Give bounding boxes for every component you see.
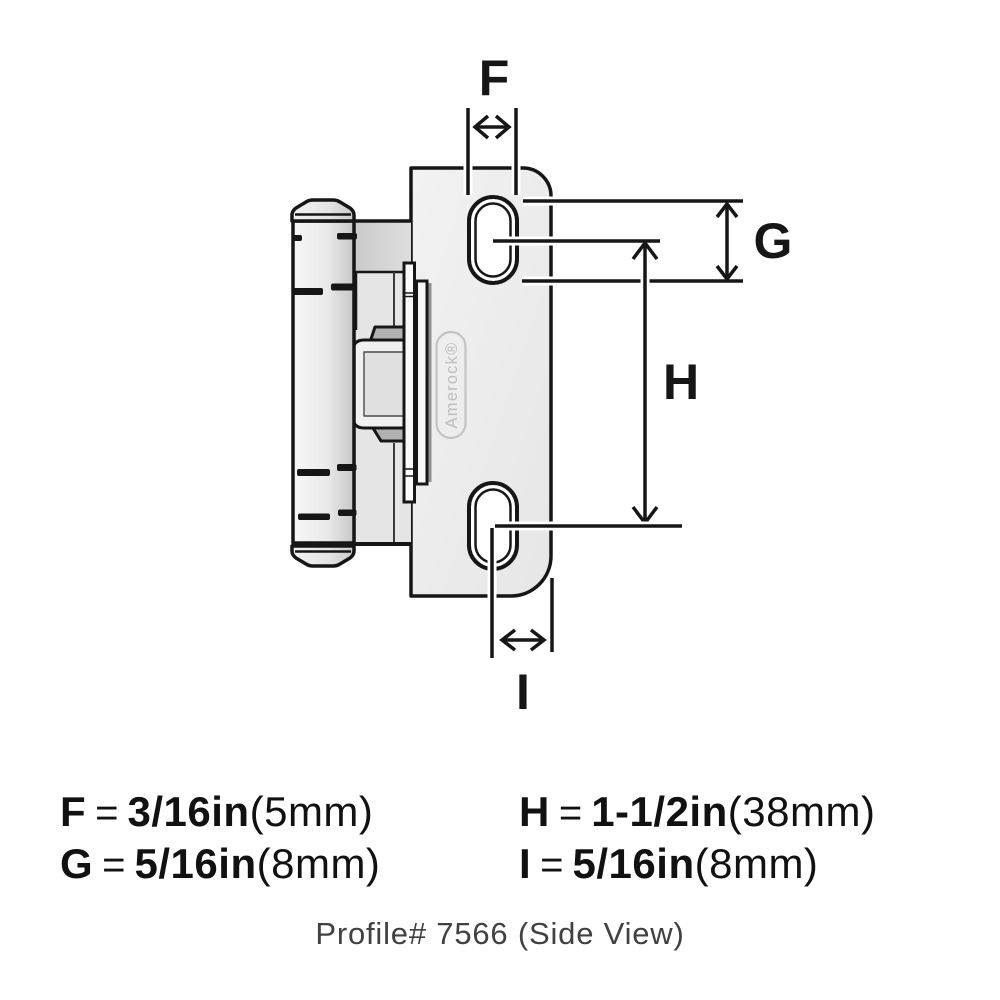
dim-label-g: G	[754, 213, 793, 269]
legend-value: 1-1/2in	[591, 788, 728, 835]
legend-row-f: F=3/16in(5mm)	[60, 786, 380, 838]
dim-h	[495, 240, 682, 531]
legend-metric: (8mm)	[256, 840, 381, 887]
dim-label-h: H	[663, 354, 699, 410]
legend-equals: =	[540, 843, 564, 887]
dimension-legend-left: F=3/16in(5mm) G=5/16in(8mm)	[60, 786, 380, 890]
dim-f	[463, 108, 521, 195]
legend-letter: F	[60, 788, 87, 835]
dimension-lines	[463, 108, 743, 658]
legend-row-i: I=5/16in(8mm)	[519, 838, 875, 890]
legend-letter: H	[519, 788, 550, 835]
brand-badge-text: Amerock®	[443, 342, 461, 429]
legend-value: 5/16in	[572, 840, 695, 887]
dim-label-i: I	[516, 664, 530, 720]
legend-equals: =	[102, 843, 126, 887]
leaf-edge-strips	[402, 261, 432, 504]
legend-letter: G	[60, 840, 94, 887]
dimension-labels: F G H I	[479, 50, 793, 720]
hinge-barrel	[290, 198, 357, 568]
dim-g	[493, 196, 743, 286]
brand-badge: Amerock®	[435, 330, 467, 440]
legend-metric: (8mm)	[694, 840, 819, 887]
legend-row-g: G=5/16in(8mm)	[60, 838, 380, 890]
profile-caption: Profile# 7566 (Side View)	[315, 916, 685, 951]
legend-metric: (5mm)	[249, 788, 374, 835]
knuckle-joints	[292, 233, 357, 520]
legend-value: 3/16in	[127, 788, 250, 835]
legend-equals: =	[558, 791, 583, 835]
dim-label-f: F	[479, 50, 510, 106]
barrel-top-cap	[290, 198, 356, 223]
legend-row-h: H=1-1/2in(38mm)	[519, 786, 875, 838]
barrel-bottom-cap	[290, 544, 356, 568]
dim-i	[487, 528, 554, 658]
legend-metric: (38mm)	[727, 788, 876, 835]
legend-equals: =	[95, 791, 119, 835]
strip-shadow	[427, 283, 432, 482]
spring-clip	[351, 325, 408, 443]
legend-value: 5/16in	[134, 840, 257, 887]
dimension-legend-right: H=1-1/2in(38mm) I=5/16in(8mm)	[519, 786, 875, 890]
mounting-plate	[409, 166, 553, 598]
legend-letter: I	[519, 840, 532, 887]
